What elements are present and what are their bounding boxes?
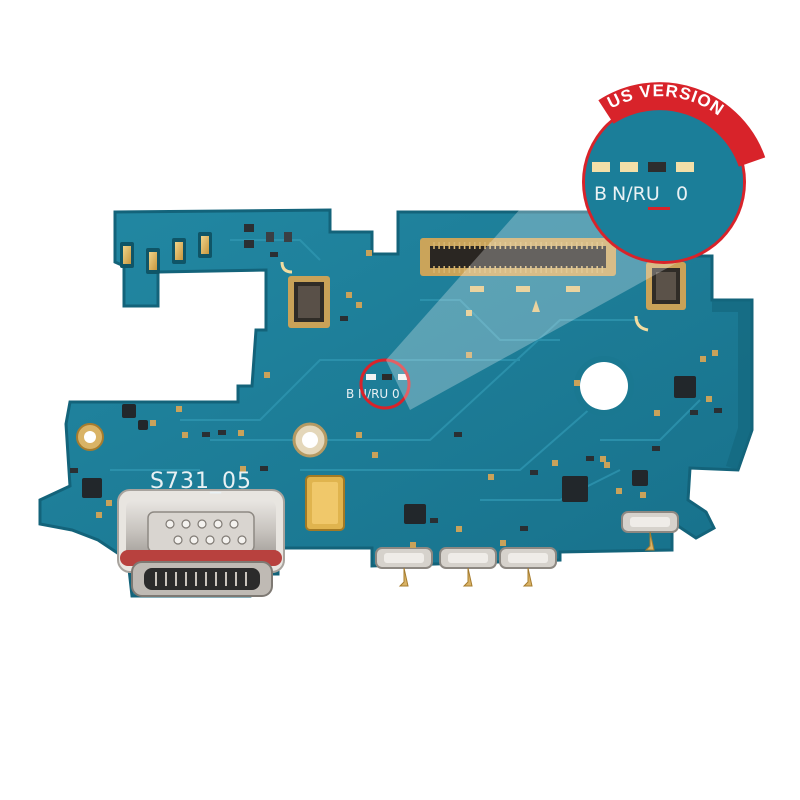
smd-part [240,466,246,472]
usb-c-port-icon [117,489,285,597]
zoom-label-b: B [594,183,607,205]
port-contact [173,535,183,545]
port-contact [181,519,191,529]
spring-leg [522,567,533,587]
smd-part [604,462,610,468]
ic-chip [632,470,648,486]
smd-part [346,292,352,298]
smd-part [640,492,646,498]
smd-part [430,518,438,523]
side-button-face [630,517,670,527]
zoom-label-nru: N/RU [612,183,660,205]
port-contact [221,535,231,545]
smd-part [552,460,558,466]
spring-leg [462,567,473,587]
port-contact [229,519,239,529]
port-contact [197,519,207,529]
smd-part [264,372,270,378]
smd-part [260,466,268,471]
zoom-label-zero: 0 [676,183,688,205]
spring-leg [644,531,655,551]
smd-part [520,526,528,531]
smd-part [356,432,362,438]
smd-part [150,420,156,426]
smd-part [106,500,112,506]
smd-part [714,408,722,413]
port-contact [205,535,215,545]
board-to-board-connector-icon [420,238,616,276]
smd-components [70,250,722,548]
smd-part [466,352,472,358]
side-button-face [508,553,548,563]
smd-part [586,456,594,461]
side-button-face [384,553,424,563]
ic-chip [562,476,588,502]
smd-part [176,406,182,412]
ic-chip [122,404,136,418]
port-contact [189,535,199,545]
smd-part [488,474,494,480]
ic-chip [404,504,426,524]
ic-chip [82,478,102,498]
smd-part [340,316,348,321]
smd-part [456,526,462,532]
small-label-text: B N/RU 0 [346,387,400,401]
small-version-label: B N/RU 0 [346,358,411,410]
smd-part [270,252,278,257]
smd-part [654,410,660,416]
smd-part [202,432,210,437]
smd-part [238,430,244,436]
spring-leg [398,567,409,587]
board-marking: S731_05 [150,469,252,494]
smd-part [706,396,712,402]
smd-part [182,432,188,438]
small-connector [288,276,330,328]
smd-part [652,446,660,451]
ic-chips [82,376,696,524]
smd-part [356,302,362,308]
zoom-underline [648,207,670,210]
ic-chip [138,420,148,430]
ic-chip [674,376,696,398]
small-connector-right [646,262,686,310]
smd-part [700,356,706,362]
smd-part [70,468,78,473]
port-contact [213,519,223,529]
side-button-face [448,553,488,563]
smd-part [454,432,462,437]
port-contact [165,519,175,529]
antenna-contact-pads [120,224,292,274]
smd-part [366,250,372,256]
spring-contacts [375,511,679,587]
mounting-holes [76,356,634,458]
smd-part [96,512,102,518]
port-contact [237,535,247,545]
microphone-icon [305,475,345,531]
smd-part [500,540,506,546]
smd-part [218,430,226,435]
highlight-circle-small [359,358,411,410]
smd-part [410,542,416,548]
smd-part [600,456,606,462]
smd-part [574,380,580,386]
smd-part [690,410,698,415]
smd-part [530,470,538,475]
smd-part [616,488,622,494]
smd-part [372,452,378,458]
smd-part [712,350,718,356]
